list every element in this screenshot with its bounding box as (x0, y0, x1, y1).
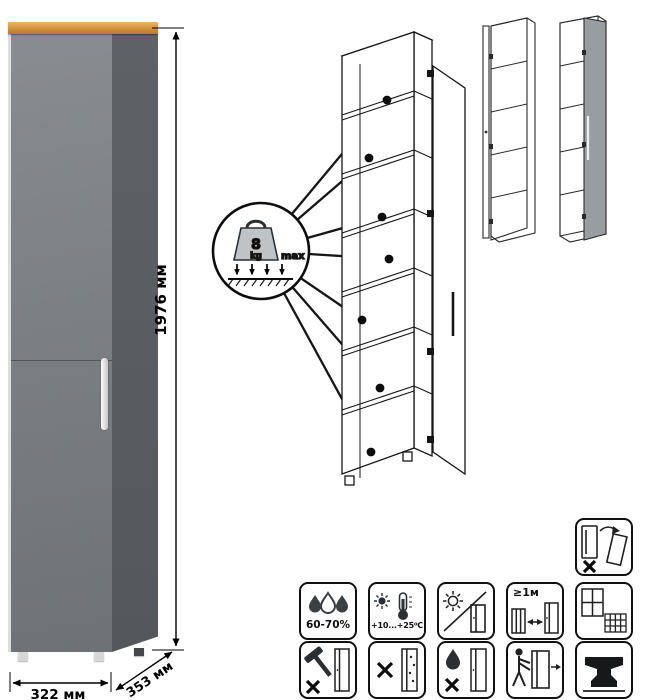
depth-dimension: 353 мм (115, 651, 176, 700)
prohibit-x (582, 559, 597, 574)
door-variant-right-drawing (559, 15, 607, 243)
radiator-grid-glyph (604, 613, 627, 633)
door-rehang-glyph (581, 525, 628, 574)
sun-glyph (374, 593, 390, 610)
height-dimension-label: 1976 мм (152, 264, 170, 336)
cabinet-front-door (8, 34, 112, 652)
sun-glyph (443, 591, 463, 611)
no-sharp-tools-glyph (304, 646, 350, 695)
min-distance-label: ≥1м (513, 586, 539, 599)
cabinet-glyph (544, 602, 559, 634)
window-glyph (581, 588, 604, 617)
prohibit-x (444, 677, 460, 693)
sun-shade-icon (437, 582, 495, 640)
cabinet-wood-top (8, 22, 158, 34)
gray-door-panel (583, 17, 607, 241)
shelf-load-diagram: 8 kg max (211, 30, 466, 486)
anvil-shape (585, 657, 623, 687)
hinges (427, 70, 434, 443)
drop-glyph (446, 649, 460, 670)
cabinet-glyph (401, 648, 418, 692)
no-wet-cleaning-icon (437, 641, 495, 699)
door-seam (11, 360, 112, 361)
carry-cabinet-icon (506, 641, 564, 699)
humidity-icon: 60-70% (299, 582, 357, 640)
no-abrasive-glyph (376, 648, 418, 692)
cabinet-glyph (470, 648, 487, 692)
move-arrow (551, 664, 561, 670)
no-abrasive-cleaner-icon (368, 641, 426, 699)
cabinet-product-image (8, 22, 160, 670)
door-handle (101, 358, 108, 430)
temperature-range-label: +10...+25⁰C (371, 621, 423, 631)
callout-dots (357, 95, 394, 457)
heater-distance-icon: ≥1м (506, 582, 564, 640)
thermometer-glyph (374, 592, 412, 621)
prohibit-x (376, 661, 394, 679)
anvil-glyph (583, 657, 625, 692)
width-dimension-label: 322 мм (31, 687, 86, 700)
cabinet-foot (94, 652, 104, 661)
no-wet-glyph (444, 648, 487, 693)
load-arrows (227, 264, 293, 287)
drawing-foot (344, 475, 355, 486)
max-load-badge: 8 kg max (211, 201, 311, 301)
cabinet-left-edge (8, 34, 11, 652)
humidity-range-label: 60-70% (305, 618, 351, 631)
load-max-label: max (281, 251, 305, 262)
weight-icon: 8 kg (233, 219, 279, 262)
load-unit: kg (250, 252, 262, 262)
sun-shade-glyph (443, 591, 487, 633)
cabinet-side-panel (112, 34, 158, 652)
hammer-glyph (304, 646, 332, 677)
carry-glyph (512, 648, 561, 689)
open-door (432, 64, 466, 476)
window-radiator-glyph (581, 588, 627, 633)
cabinet-glyph (334, 648, 350, 692)
prohibit-x (305, 679, 321, 695)
window-radiator-icon (575, 582, 633, 640)
thermometer-icon: +10...+25⁰C (368, 582, 426, 640)
water-drops-glyph (309, 591, 348, 614)
door-rehang-icon (575, 518, 633, 576)
abrasive-dots (408, 655, 416, 683)
cabinet-foot (18, 652, 28, 661)
open-cabinet-drawing (340, 30, 466, 486)
no-sharp-tools-icon (299, 641, 357, 699)
cabinet-glyph (531, 650, 550, 689)
shelves (341, 90, 433, 416)
radiator-glyph (511, 608, 526, 634)
door-variant-left-drawing (482, 17, 536, 243)
drawing-foot (402, 451, 413, 462)
cabinet-glyph (470, 604, 486, 633)
height-dimension: 1976 мм (152, 27, 184, 651)
width-dimension: 322 мм (9, 672, 112, 700)
load-value: 8 (251, 237, 261, 253)
anvil-heavy-load-icon (575, 641, 633, 699)
distance-arrow (527, 619, 543, 625)
person-glyph (512, 648, 531, 687)
heater-distance-glyph (511, 602, 559, 634)
